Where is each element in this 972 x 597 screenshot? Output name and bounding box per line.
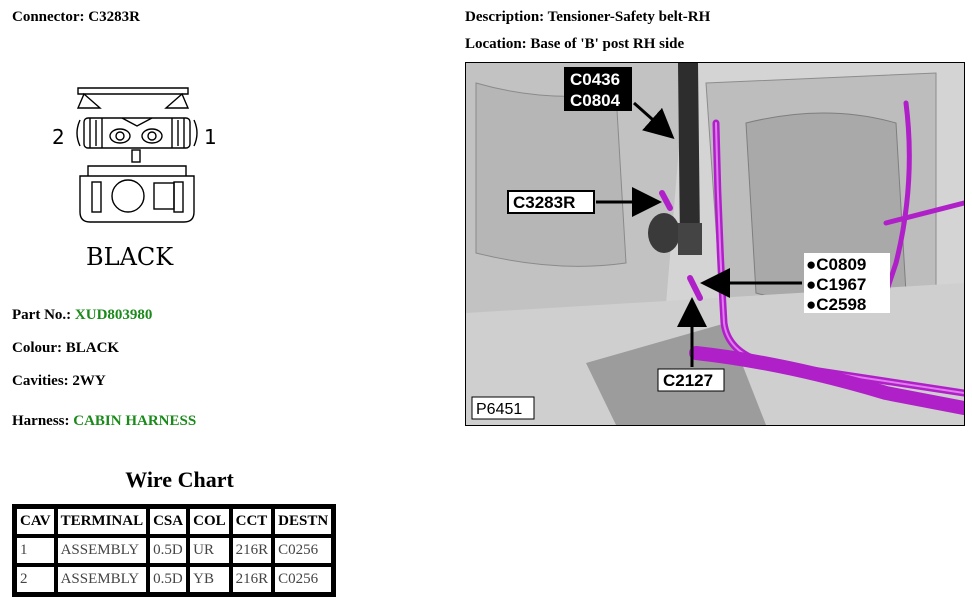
connector-heading: Connector: C3283R [12, 9, 140, 25]
description-value: Tensioner-Safety belt-RH [547, 9, 711, 25]
cell-cav: 1 [15, 536, 56, 565]
figure-id: P6451 [476, 401, 522, 418]
cell-destn: C0256 [273, 536, 334, 565]
bullet-icon: ● [806, 255, 816, 274]
cell-csa: 0.5D [148, 536, 189, 565]
callout-c1967: ●C1967 [806, 275, 866, 294]
wire-chart-title: Wire Chart [125, 467, 234, 492]
cell-destn: C0256 [273, 565, 334, 594]
colour-row: Colour: BLACK [12, 340, 120, 356]
connector-location-image: C0436 C0804 C3283R ●C0809 ●C1967 ●C2598 … [465, 62, 965, 426]
bullet-icon: ● [806, 275, 816, 294]
cell-col: UR [188, 536, 231, 565]
callout-c2598: ●C2598 [806, 295, 866, 314]
location-heading: Location: Base of 'B' post RH side [465, 36, 685, 52]
connector-face-diagram: 2 1 BLACK [52, 87, 217, 271]
header-destn: DESTN [273, 507, 334, 536]
description-heading: Description: Tensioner-Safety belt-RH [465, 9, 711, 25]
location-value: Base of 'B' post RH side [530, 36, 685, 52]
header-terminal: TERMINAL [55, 507, 149, 536]
header-cct: CCT [230, 507, 274, 536]
cell-csa: 0.5D [148, 565, 189, 594]
table-header-row: CAV TERMINAL CSA COL CCT DESTN [15, 507, 334, 536]
cell-cav: 2 [15, 565, 56, 594]
header-col: COL [188, 507, 231, 536]
wire-chart-table: CAV TERMINAL CSA COL CCT DESTN 1 ASSEMBL… [12, 504, 337, 597]
cavities-row: Cavities: 2WY [12, 373, 106, 389]
harness-row: Harness: CABIN HARNESS [12, 413, 197, 429]
harness-link[interactable]: CABIN HARNESS [73, 413, 197, 429]
callout-c2127: C2127 [663, 371, 713, 390]
bullet-icon: ● [806, 295, 816, 314]
part-number-link[interactable]: XUD803980 [74, 307, 153, 323]
table-row: 1 ASSEMBLY 0.5D UR 216R C0256 [15, 536, 334, 565]
cell-terminal: ASSEMBLY [55, 536, 149, 565]
pin-1-label: 1 [204, 125, 217, 149]
callout-c0809: ●C0809 [806, 255, 866, 274]
table-row: 2 ASSEMBLY 0.5D YB 216R C0256 [15, 565, 334, 594]
cavities-value: 2WY [72, 373, 106, 389]
connector-id: C3283R [88, 9, 140, 25]
cell-cct: 216R [230, 565, 274, 594]
header-csa: CSA [148, 507, 189, 536]
cell-col: YB [188, 565, 231, 594]
callout-c0436: C0436 [570, 70, 620, 89]
header-cav: CAV [15, 507, 56, 536]
connector-colour-caption: BLACK [86, 243, 174, 271]
callout-c3283r: C3283R [513, 193, 575, 212]
cell-cct: 216R [230, 536, 274, 565]
callout-c0804: C0804 [570, 91, 621, 110]
cell-terminal: ASSEMBLY [55, 565, 149, 594]
part-no-row: Part No.: XUD803980 [12, 307, 153, 323]
pin-2-label: 2 [52, 125, 65, 149]
colour-value: BLACK [65, 340, 120, 356]
